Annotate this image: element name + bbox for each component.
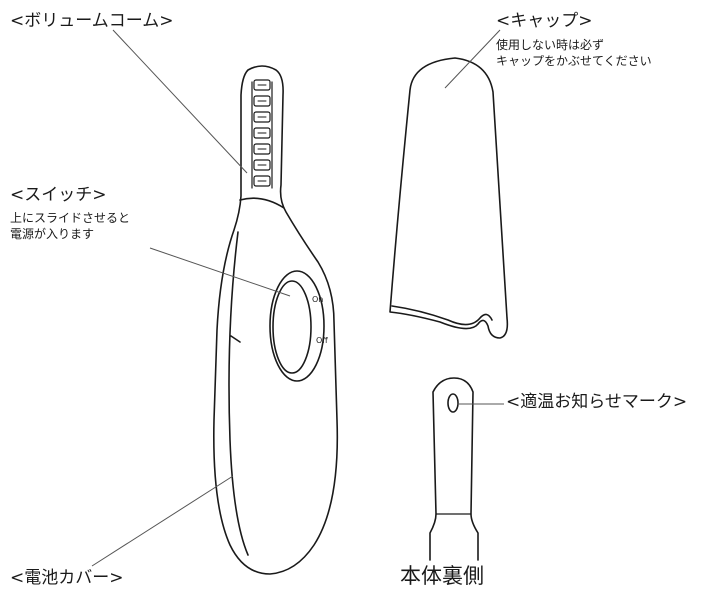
label-temp-mark: <適温お知らせマーク> — [506, 392, 688, 412]
body-back-view — [429, 377, 479, 561]
leader-volume-comb — [112, 29, 248, 174]
side-edge-line — [230, 335, 241, 343]
caption-body-back: 本体裏側 — [400, 564, 484, 588]
battery-cover-seam — [228, 231, 249, 556]
leader-battery-cover — [91, 475, 234, 567]
cap-note-line-1: 使用しない時は必ず — [496, 38, 605, 52]
cap-outline — [389, 57, 509, 339]
switch-on-marking: On — [312, 295, 324, 304]
cap-note-line-2: キャップをかぶせてください — [496, 54, 652, 68]
body-top-seam — [239, 197, 285, 209]
volume-comb — [251, 79, 273, 189]
switch-note-line-2: 電源が入ります — [10, 227, 95, 241]
back-view-outline — [429, 377, 479, 561]
device-outline — [213, 65, 339, 575]
leader-lines — [91, 29, 504, 567]
cap — [389, 57, 509, 339]
leader-switch — [149, 247, 291, 297]
temperature-mark — [447, 393, 459, 413]
switch-note-line-1: 上にスライドさせると — [10, 211, 131, 225]
switch-off-marking: Off — [316, 336, 328, 345]
switch-housing — [269, 270, 325, 382]
cap-rim — [391, 305, 493, 326]
leader-cap — [444, 29, 501, 89]
label-switch: <スイッチ> — [10, 185, 107, 205]
label-cap: <キャップ> — [496, 11, 593, 31]
label-volume-comb: <ボリュームコーム> — [10, 11, 174, 31]
device-body — [213, 65, 339, 575]
label-battery-cover: <電池カバー> — [10, 568, 124, 588]
